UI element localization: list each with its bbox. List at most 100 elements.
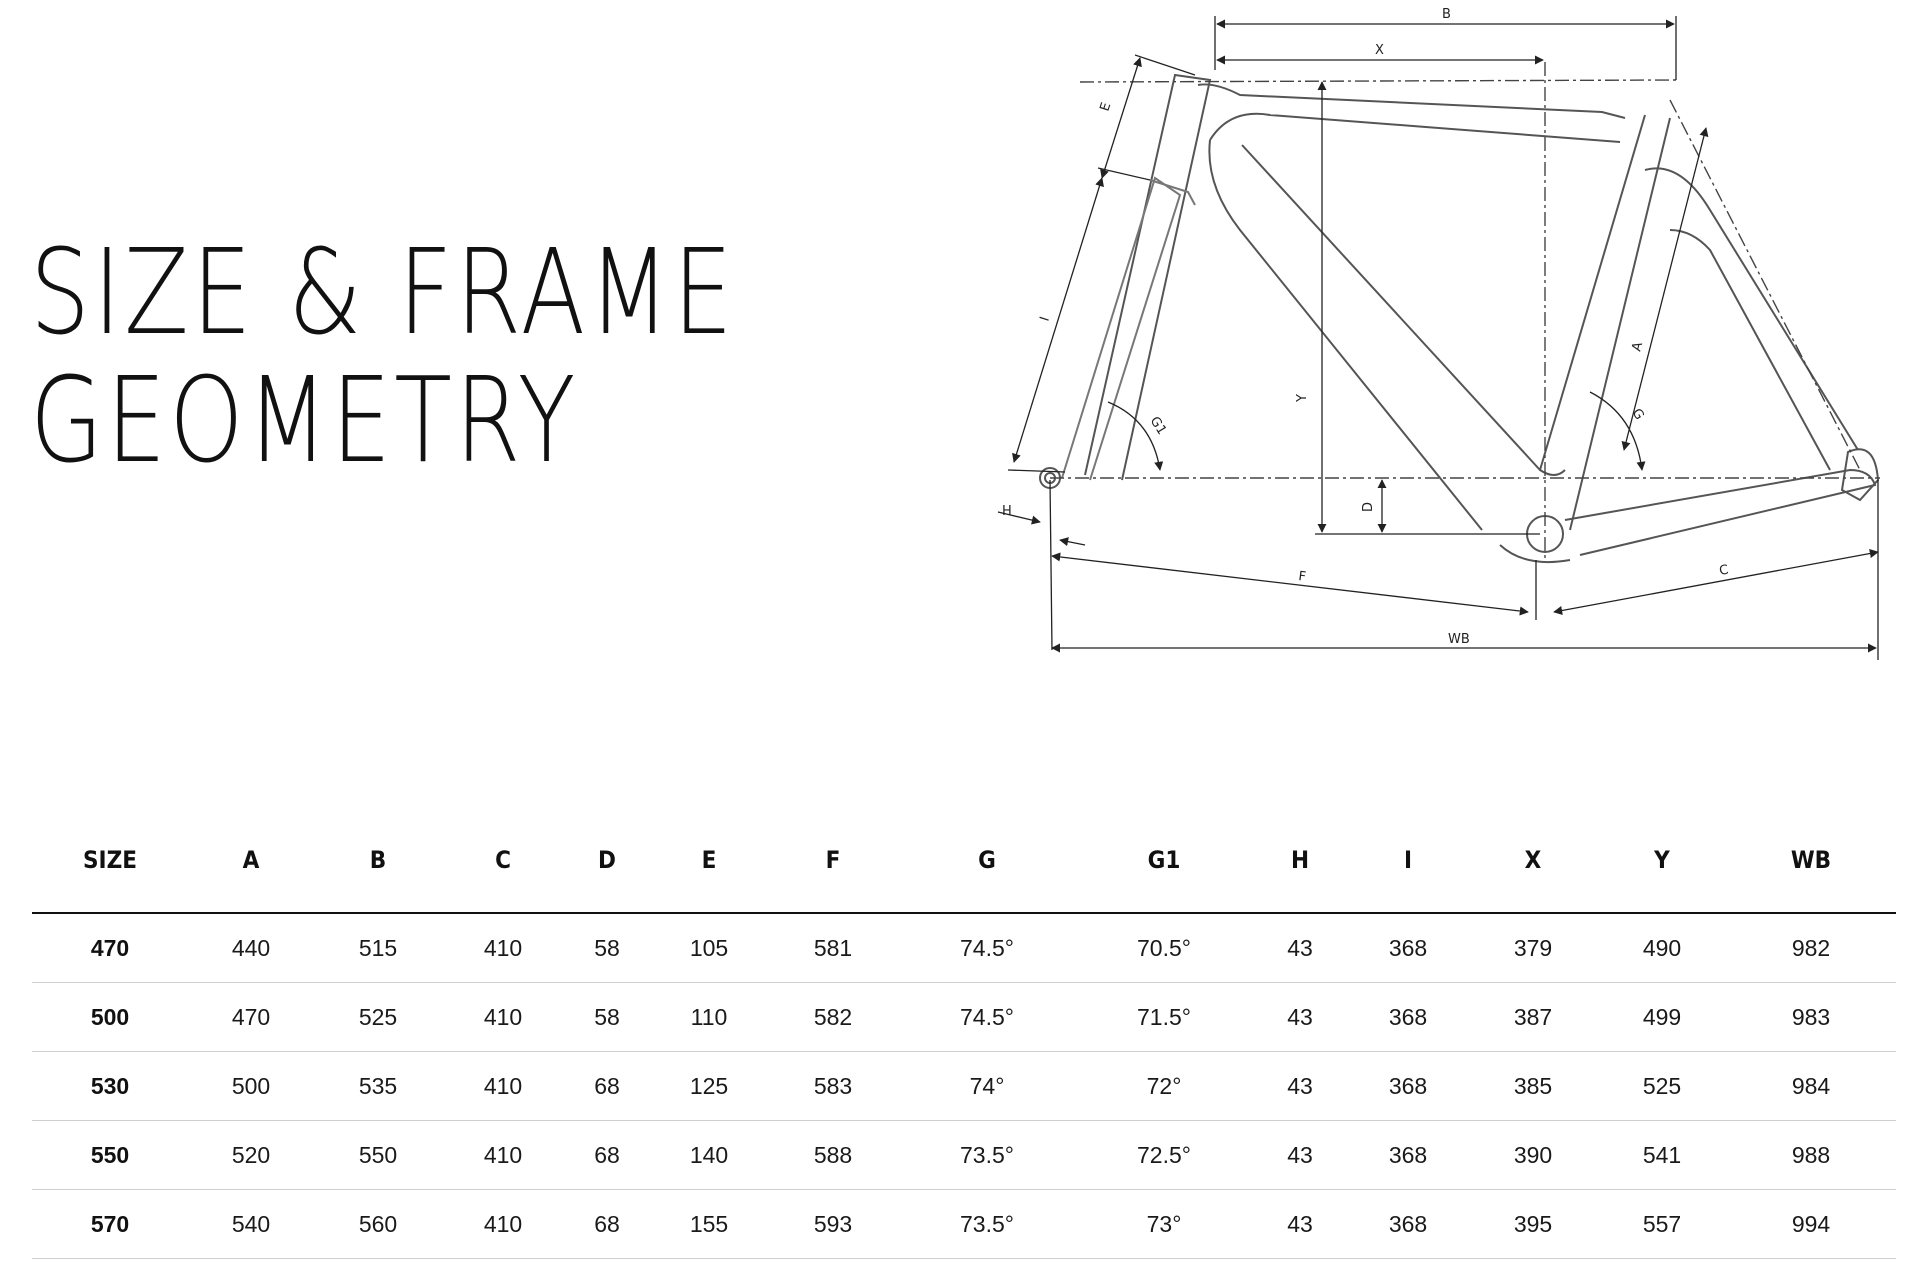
dim-a <box>1621 127 1709 451</box>
table-cell: 582 <box>768 982 898 1052</box>
col-header-x: X <box>1468 826 1598 914</box>
table-cell: 155 <box>650 1189 768 1259</box>
table-cell: 74° <box>898 1051 1076 1121</box>
table-cell: 43 <box>1252 1189 1348 1259</box>
table-cell: 73.5° <box>898 1189 1076 1259</box>
down-tube <box>1208 139 1483 531</box>
col-header-size: SIZE <box>32 826 188 914</box>
table-cell: 71.5° <box>1076 982 1252 1052</box>
col-header-g1: G1 <box>1076 826 1252 914</box>
diagram-letters: B X E I Y D G1 G A H F C WB <box>1002 7 1730 647</box>
table-cell: 73.5° <box>898 1120 1076 1190</box>
table-cell: 379 <box>1468 913 1598 983</box>
col-header-b: B <box>314 826 442 914</box>
top-tube <box>1197 83 1626 119</box>
seat-stay-inner <box>1669 229 1831 471</box>
table-cell: 540 <box>188 1189 314 1259</box>
table-cell: 125 <box>650 1051 768 1121</box>
label-g1: G1 <box>1147 414 1169 438</box>
table-cell: 570 <box>32 1189 188 1259</box>
head-tube <box>1084 73 1212 481</box>
table-cell: 368 <box>1348 913 1468 983</box>
table-cell: 550 <box>314 1120 442 1190</box>
geometry-table: SIZE A B C D E F G G1 H I X Y WB 470 440… <box>32 826 1896 1259</box>
table-cell: 74.5° <box>898 982 1076 1052</box>
table-cell: 58 <box>564 982 650 1052</box>
table-cell: 368 <box>1348 1189 1468 1259</box>
table-cell: 541 <box>1598 1120 1726 1190</box>
table-cell: 410 <box>442 1120 564 1190</box>
rear-dropout <box>1840 448 1880 502</box>
table-cell: 499 <box>1598 982 1726 1052</box>
table-cell: 560 <box>314 1189 442 1259</box>
page-title-line-1: SIZE & FRAME <box>30 223 736 361</box>
frame-diagram-svg: B X E I Y D G1 G A H F C WB <box>997 7 1880 660</box>
table-cell: 68 <box>564 1120 650 1190</box>
label-i: I <box>1038 315 1053 323</box>
col-header-h: H <box>1252 826 1348 914</box>
table-cell: 410 <box>442 1189 564 1259</box>
table-cell: 983 <box>1726 982 1896 1052</box>
table-header-row: SIZE A B C D E F G G1 H I X Y WB <box>32 826 1896 914</box>
seat-tube <box>1539 114 1646 471</box>
label-b: B <box>1442 7 1451 22</box>
table-cell: 520 <box>188 1120 314 1190</box>
table-cell: 581 <box>768 913 898 983</box>
table-cell: 43 <box>1252 1051 1348 1121</box>
table-cell: 395 <box>1468 1189 1598 1259</box>
table-cell: 525 <box>314 982 442 1052</box>
col-header-y: Y <box>1598 826 1726 914</box>
table-cell: 550 <box>32 1120 188 1190</box>
table-cell: 982 <box>1726 913 1896 983</box>
bike-frame-drawing <box>1039 73 1880 564</box>
dim-i <box>1012 177 1104 463</box>
table-cell: 43 <box>1252 913 1348 983</box>
label-x: X <box>1375 43 1384 58</box>
table-cell: 70.5° <box>1076 913 1252 983</box>
table-cell: 410 <box>442 913 564 983</box>
table-cell: 984 <box>1726 1051 1896 1121</box>
table-cell: 74.5° <box>898 913 1076 983</box>
chain-stay <box>1564 468 1877 556</box>
fork <box>1061 176 1182 481</box>
table-cell: 72° <box>1076 1051 1252 1121</box>
dim-e <box>1100 57 1142 179</box>
dimension-lines <box>997 16 1879 660</box>
top-tube-lower <box>1209 112 1621 143</box>
table-cell: 593 <box>768 1189 898 1259</box>
table-row: 530 500 535 410 68 125 583 74° 72° 43 36… <box>32 1051 1896 1121</box>
table-row: 470 440 515 410 58 105 581 74.5° 70.5° 4… <box>32 913 1896 983</box>
table-cell: 390 <box>1468 1120 1598 1190</box>
table-cell: 557 <box>1598 1189 1726 1259</box>
col-header-d: D <box>564 826 650 914</box>
col-header-f: F <box>768 826 898 914</box>
table-cell: 385 <box>1468 1051 1598 1121</box>
label-h: H <box>1002 504 1012 519</box>
down-tube-inner <box>1241 144 1566 476</box>
table-cell: 525 <box>1598 1051 1726 1121</box>
table-cell: 368 <box>1348 1051 1468 1121</box>
table-cell: 140 <box>650 1120 768 1190</box>
col-header-g: G <box>898 826 1076 914</box>
seat-stay <box>1644 167 1859 451</box>
table-row: 570 540 560 410 68 155 593 73.5° 73° 43 … <box>32 1189 1896 1259</box>
table-cell: 994 <box>1726 1189 1896 1259</box>
label-a: A <box>1629 340 1646 353</box>
label-f: F <box>1298 569 1307 585</box>
fork-crown <box>1149 179 1196 206</box>
table-cell: 368 <box>1348 1120 1468 1190</box>
label-c: C <box>1718 563 1730 579</box>
seat-tube-rear <box>1569 117 1671 531</box>
table-cell: 68 <box>564 1051 650 1121</box>
table-cell: 988 <box>1726 1120 1896 1190</box>
label-wb: WB <box>1448 632 1470 647</box>
bb-shell <box>1499 544 1571 564</box>
table-cell: 530 <box>32 1051 188 1121</box>
table-cell: 410 <box>442 982 564 1052</box>
table-cell: 500 <box>188 1051 314 1121</box>
dim-c <box>1553 549 1879 615</box>
frame-geometry-diagram: B X E I Y D G1 G A H F C WB <box>980 0 1920 680</box>
table-row: 550 520 550 410 68 140 588 73.5° 72.5° 4… <box>32 1120 1896 1190</box>
table-cell: 583 <box>768 1051 898 1121</box>
table-cell: 68 <box>564 1189 650 1259</box>
